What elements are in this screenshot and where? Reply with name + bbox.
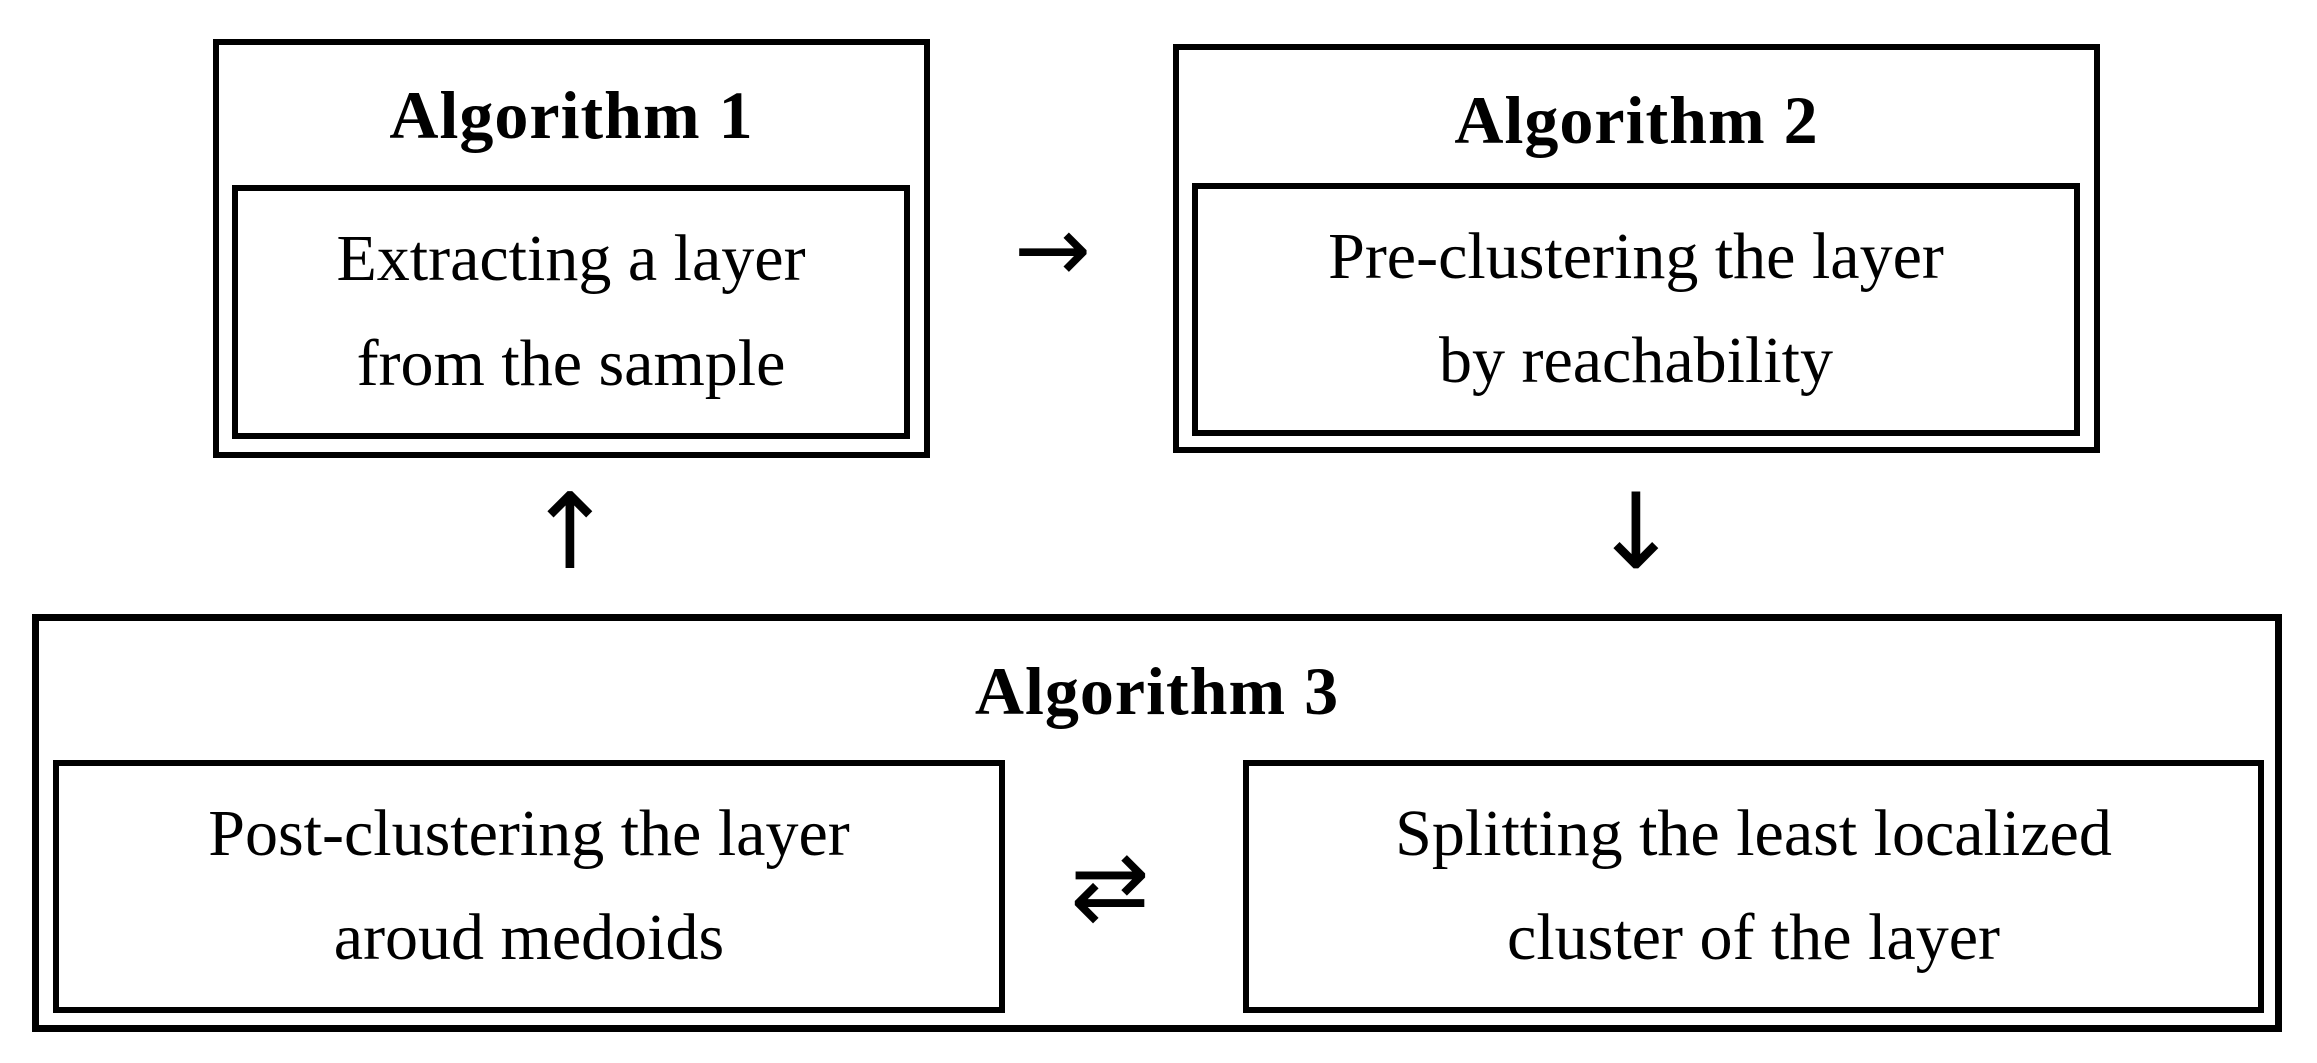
algorithm3-title: Algorithm 3	[974, 652, 1340, 729]
algorithm1-inner-box: Extracting a layer from the sample	[232, 185, 910, 439]
algorithm3-right-line1: Splitting the least localized	[1395, 796, 2112, 870]
algorithm2-body-line2: by reachability	[1438, 324, 1833, 398]
algorithm2-box: Algorithm 2 Pre-clustering the layer by …	[1173, 44, 2100, 453]
algorithm3-right-line2: cluster of the layer	[1507, 901, 2000, 975]
algorithm1-body-line1: Extracting a layer	[336, 222, 806, 296]
algorithm1-box: Algorithm 1 Extracting a layer from the …	[213, 39, 930, 458]
algorithm2-inner-box: Pre-clustering the layer by reachability	[1192, 183, 2080, 436]
algorithm3-left-line2: aroud medoids	[333, 901, 725, 975]
down-arrow-icon: ↓	[1592, 471, 1680, 593]
algorithm1-body-line2: from the sample	[356, 327, 786, 401]
algorithm3-splitting-box: Splitting the least localized cluster of…	[1243, 760, 2264, 1013]
algorithm3-left-line1: Post-clustering the layer	[208, 796, 850, 870]
algorithm2-body-line1: Pre-clustering the layer	[1328, 219, 1944, 293]
up-arrow-icon: ↑	[526, 471, 614, 593]
algorithm1-title: Algorithm 1	[389, 76, 754, 153]
algorithm3-box: Algorithm 3 Post-clustering the layer ar…	[32, 614, 2282, 1032]
right-arrow-icon: →	[1013, 196, 1092, 303]
algorithm2-title: Algorithm 2	[1454, 81, 1819, 158]
algorithm3-post-clustering-box: Post-clustering the layer aroud medoids	[53, 760, 1005, 1013]
swap-arrows-icon: ⇄	[1070, 832, 1150, 942]
